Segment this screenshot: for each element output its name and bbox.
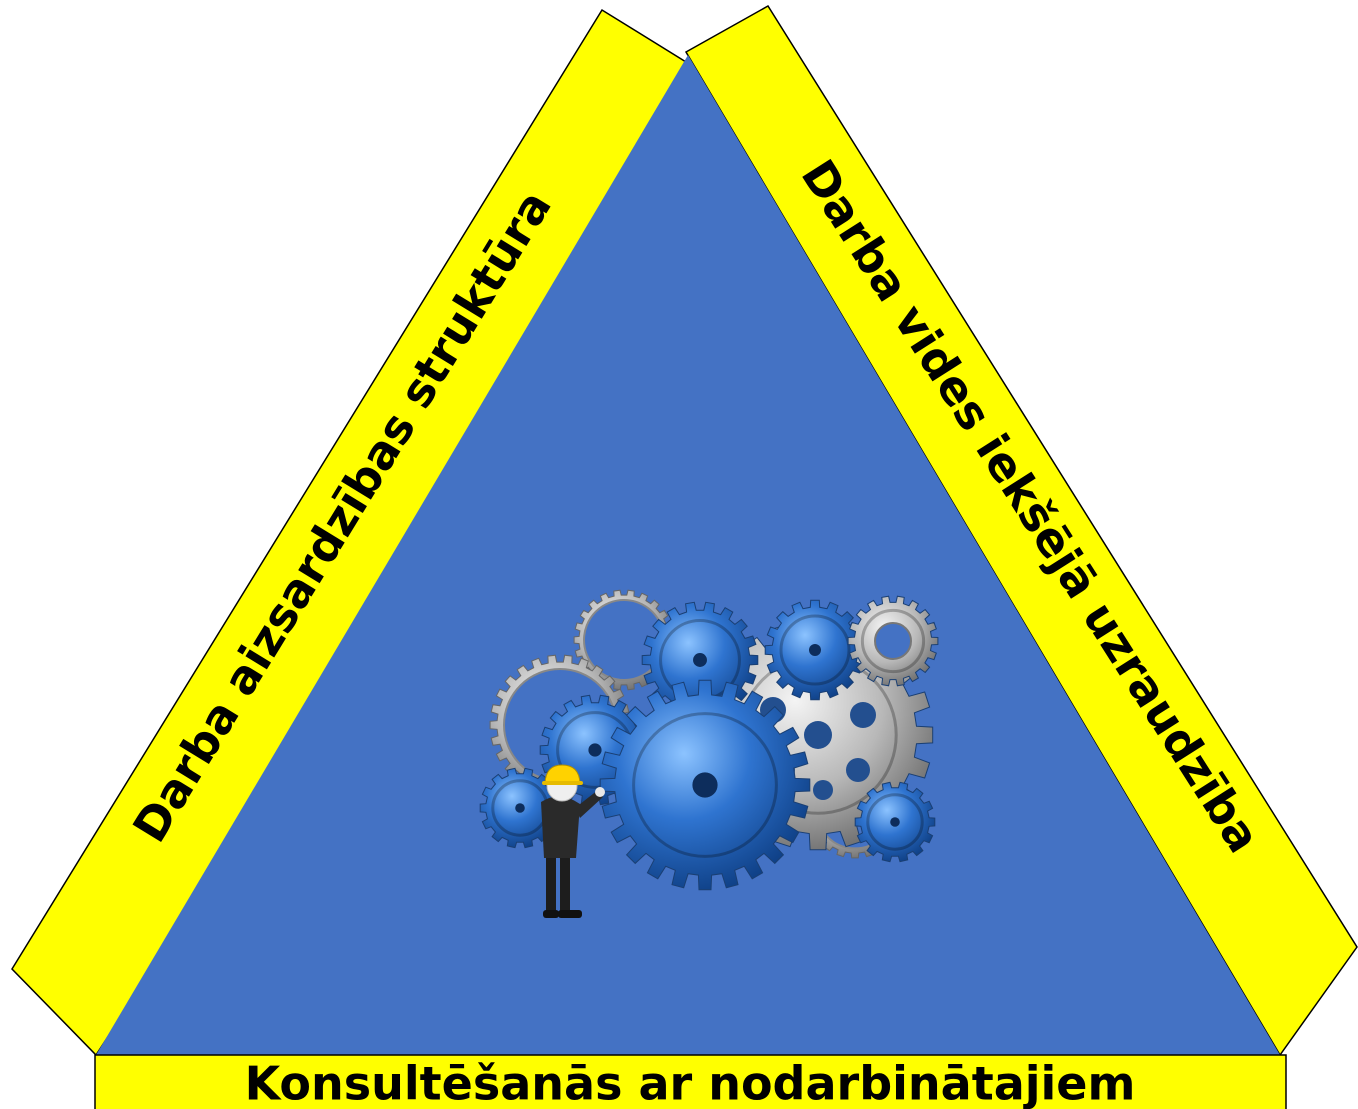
bottom-band	[94, 1054, 1287, 1109]
grey-gear-small	[847, 595, 939, 687]
engineer-figure-icon	[541, 764, 605, 918]
blue-gear-large	[599, 679, 811, 891]
main-triangle	[96, 55, 1280, 1055]
gears-with-engineer-icon	[479, 589, 939, 918]
blue-gear-right-small	[854, 781, 936, 863]
bottom-side-label: Konsultēšanās ar nodarbinātajiem	[245, 1057, 1136, 1109]
blue-gear-top-right	[764, 599, 866, 701]
